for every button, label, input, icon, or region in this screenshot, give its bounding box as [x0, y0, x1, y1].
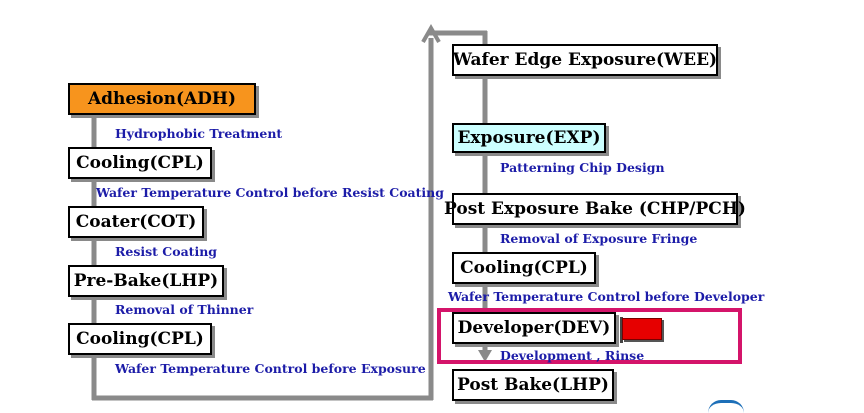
note-wafer-temp-before-exposure: Wafer Temperature Control before Exposur… — [115, 361, 426, 376]
step-wafer-edge-exposure: Wafer Edge Exposure(WEE) — [452, 44, 718, 76]
up-arrowhead — [421, 23, 441, 43]
note-removal-of-exposure-fringe: Removal of Exposure Fringe — [500, 231, 698, 246]
step-exposure: Exposure(EXP) — [452, 123, 606, 153]
down-arrowhead — [478, 350, 492, 362]
step-developer: Developer(DEV) — [452, 312, 616, 344]
step-coater: Coater(COT) — [68, 206, 204, 238]
flag-pole — [620, 317, 623, 343]
note-resist-coating: Resist Coating — [115, 244, 218, 259]
note-wafer-temp-before-developer: Wafer Temperature Control before Develop… — [448, 289, 765, 304]
note-wafer-temp-before-resist: Wafer Temperature Control before Resist … — [96, 185, 444, 200]
logo-fragment — [708, 400, 744, 413]
step-adhesion: Adhesion(ADH) — [68, 83, 256, 115]
step-cooling-2: Cooling(CPL) — [68, 323, 212, 355]
note-patterning-chip-design: Patterning Chip Design — [500, 160, 665, 175]
flag-icon — [622, 318, 662, 340]
step-cooling-1: Cooling(CPL) — [68, 147, 212, 179]
note-removal-of-thinner: Removal of Thinner — [115, 302, 254, 317]
step-pre-bake: Pre-Bake(LHP) — [68, 265, 224, 297]
note-development-rinse: Development , Rinse — [500, 348, 645, 363]
note-hydrophobic-treatment: Hydrophobic Treatment — [115, 126, 283, 141]
step-post-bake: Post Bake(LHP) — [452, 369, 614, 401]
step-post-exposure-bake: Post Exposure Bake (CHP/PCH) — [444, 193, 746, 225]
developer-highlight-frame — [437, 308, 742, 364]
step-cooling-3: Cooling(CPL) — [452, 252, 596, 284]
